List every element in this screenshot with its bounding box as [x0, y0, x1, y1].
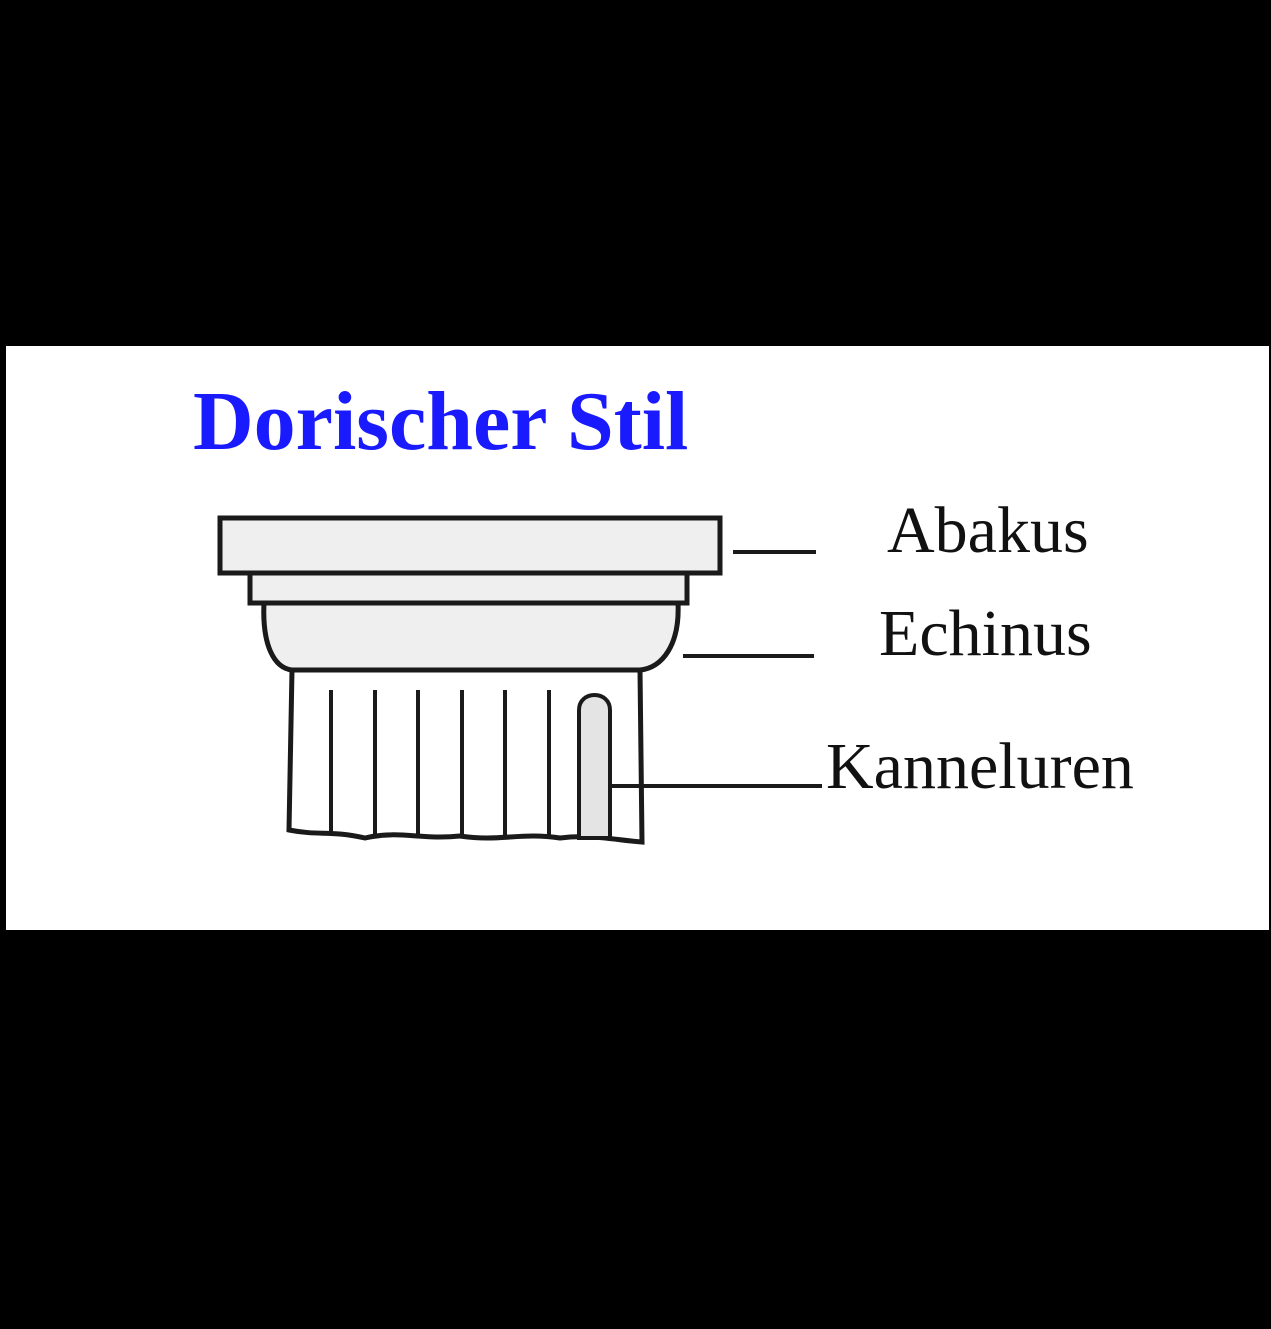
abakus-label: Abakus: [887, 494, 1089, 567]
highlighted-flute: [577, 693, 612, 840]
diagram-title: Dorischer Stil: [193, 375, 689, 468]
annulet-band: [247, 570, 690, 606]
abacus-block: [217, 515, 723, 576]
kanneluren-label: Kanneluren: [826, 730, 1134, 803]
echinus-label: Echinus: [879, 597, 1092, 670]
echinus-shape: [261, 600, 681, 673]
